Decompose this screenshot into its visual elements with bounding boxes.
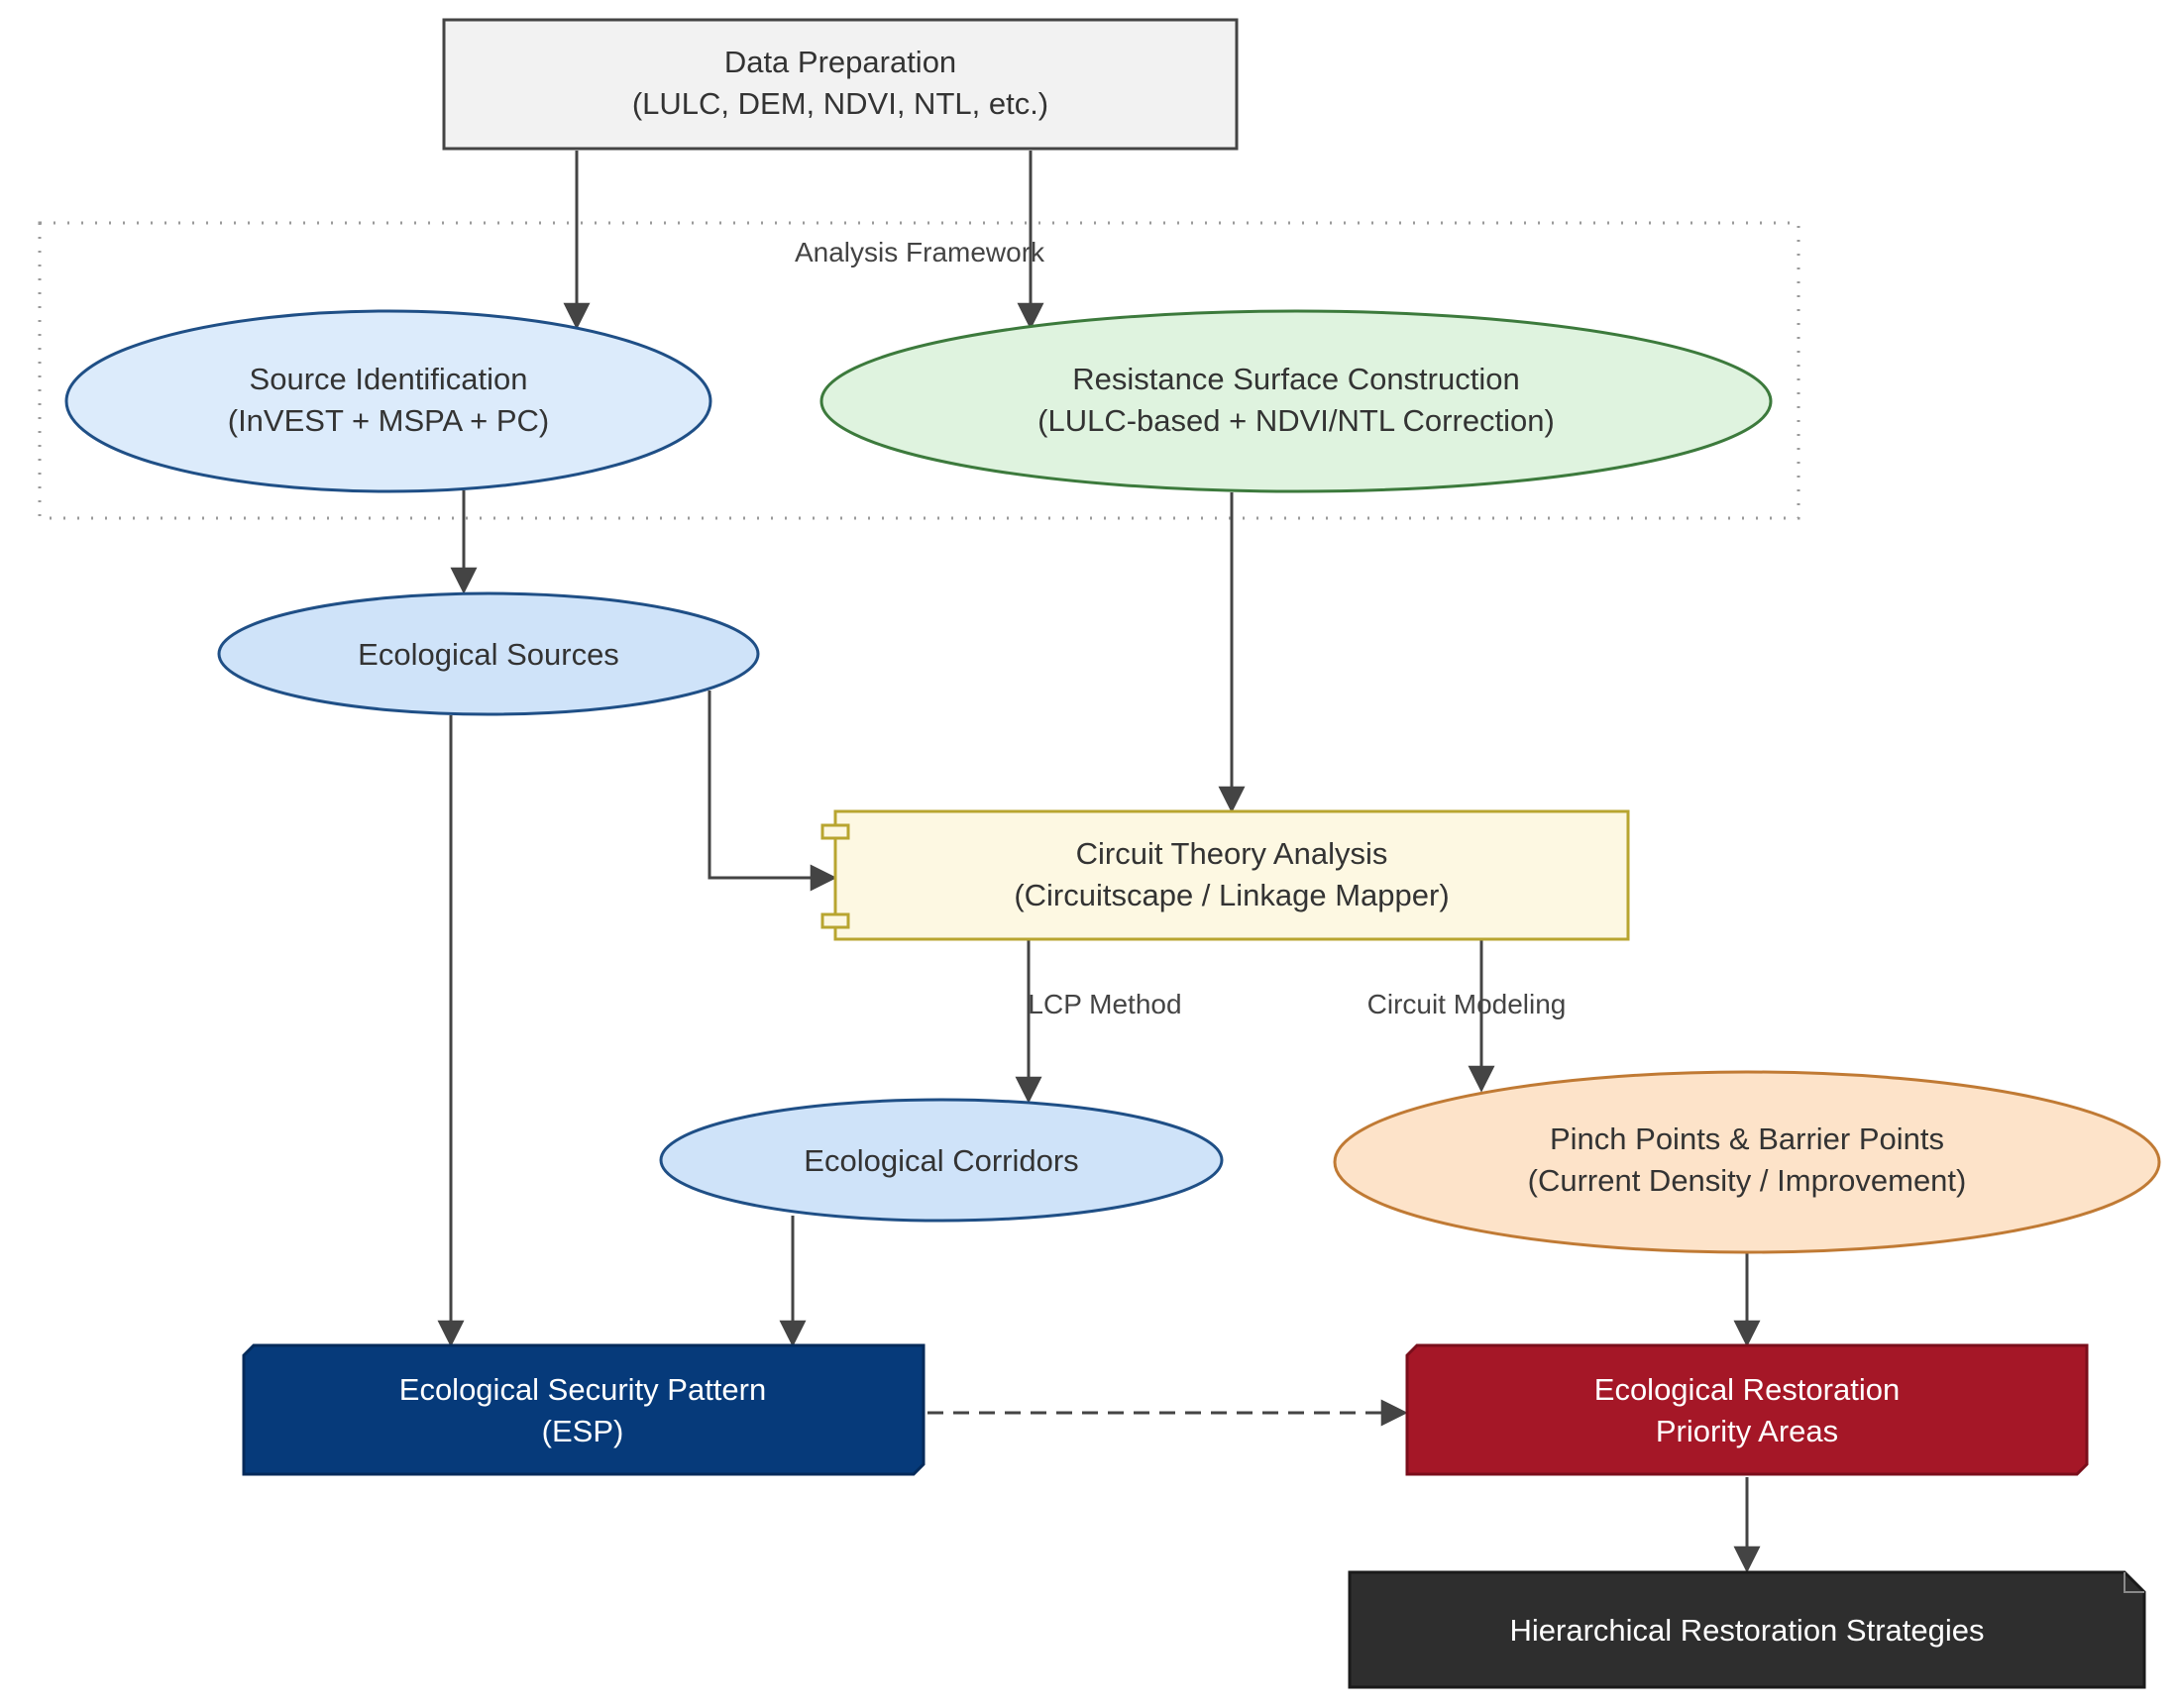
node-hierarchical-restoration-strategies[interactable]: Hierarchical Restoration Strategies bbox=[1348, 1570, 2146, 1689]
edge-eco-sources-to-circuit bbox=[708, 691, 837, 892]
node-resistance-surface[interactable]: Resistance Surface Construction (LULC-ba… bbox=[819, 309, 1773, 493]
data-prep-title: Data Preparation bbox=[724, 45, 956, 79]
restoration-subtitle: Priority Areas bbox=[1656, 1414, 1838, 1448]
edges bbox=[437, 151, 1761, 1573]
data-prep-subtitle: (LULC, DEM, NDVI, NTL, etc.) bbox=[632, 86, 1048, 121]
component-tab-bottom bbox=[820, 912, 850, 929]
eco-sources-title: Ecological Sources bbox=[358, 637, 619, 672]
esp-title: Ecological Security Pattern bbox=[399, 1372, 766, 1407]
component-tab-top bbox=[820, 823, 850, 840]
node-restoration-priority-areas[interactable]: Ecological Restoration Priority Areas bbox=[1405, 1343, 2089, 1476]
node-ecological-corridors[interactable]: Ecological Corridors bbox=[659, 1098, 1224, 1223]
document-fold bbox=[2124, 1572, 2144, 1593]
circuit-subtitle: (Circuitscape / Linkage Mapper) bbox=[1014, 878, 1449, 912]
corridors-title: Ecological Corridors bbox=[804, 1143, 1078, 1178]
node-circuit-theory[interactable]: Circuit Theory Analysis (Circuitscape / … bbox=[820, 809, 1630, 941]
resistance-title: Resistance Surface Construction bbox=[1072, 362, 1519, 396]
source-id-title: Source Identification bbox=[250, 362, 528, 396]
source-id-subtitle: (InVEST + MSPA + PC) bbox=[228, 403, 549, 438]
pinch-title: Pinch Points & Barrier Points bbox=[1550, 1121, 1944, 1156]
esp-subtitle: (ESP) bbox=[542, 1414, 624, 1448]
resistance-subtitle: (LULC-based + NDVI/NTL Correction) bbox=[1037, 403, 1555, 438]
node-ecological-security-pattern[interactable]: Ecological Security Pattern (ESP) bbox=[242, 1343, 926, 1476]
node-source-identification[interactable]: Source Identification (InVEST + MSPA + P… bbox=[64, 309, 712, 493]
edge-label-lcp-method: LCP Method bbox=[1028, 989, 1181, 1019]
pinch-subtitle: (Current Density / Improvement) bbox=[1528, 1163, 1967, 1198]
node-data-preparation[interactable]: Data Preparation (LULC, DEM, NDVI, NTL, … bbox=[442, 18, 1239, 151]
strategies-title: Hierarchical Restoration Strategies bbox=[1510, 1613, 1985, 1648]
node-pinch-barrier-points[interactable]: Pinch Points & Barrier Points (Current D… bbox=[1333, 1070, 2161, 1254]
circuit-title: Circuit Theory Analysis bbox=[1076, 836, 1388, 871]
node-ecological-sources[interactable]: Ecological Sources bbox=[217, 591, 760, 716]
analysis-framework-label: Analysis Framework bbox=[795, 237, 1045, 267]
restoration-title: Ecological Restoration bbox=[1594, 1372, 1900, 1407]
edge-label-circuit-modeling: Circuit Modeling bbox=[1367, 989, 1567, 1019]
